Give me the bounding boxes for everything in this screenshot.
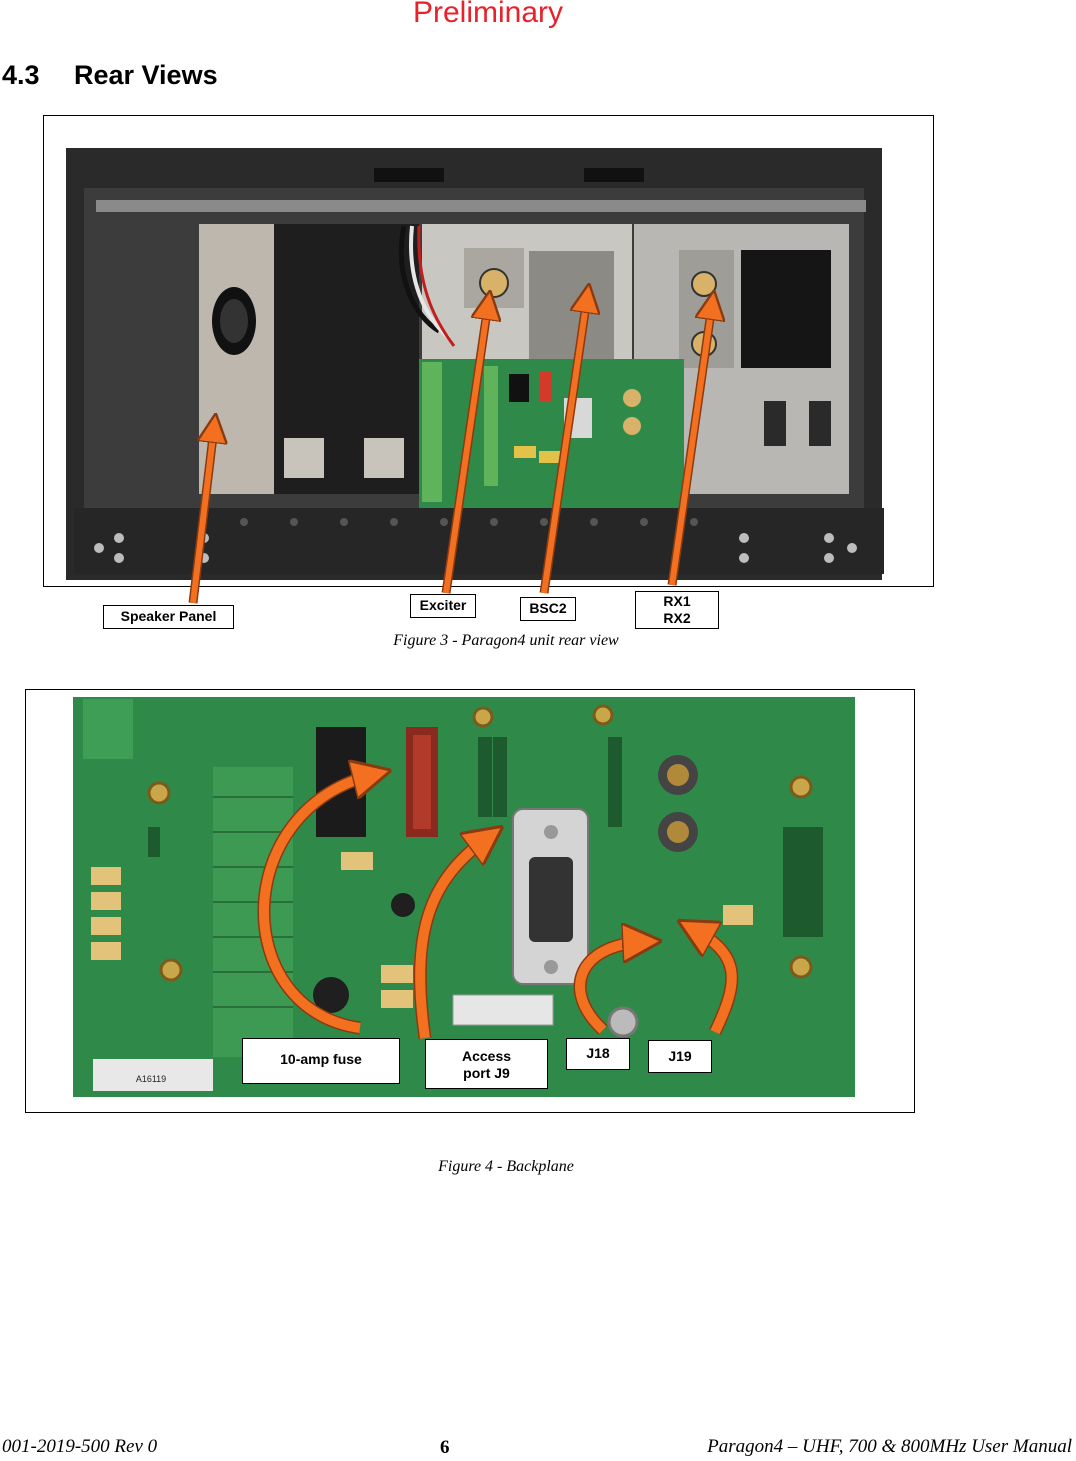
figure-3-rear-view-photo bbox=[66, 148, 884, 580]
j19-label: J19 bbox=[648, 1040, 712, 1073]
access-port-label-line1: Access bbox=[461, 1048, 512, 1064]
rx2-label: RX2 bbox=[663, 610, 691, 626]
board-marking: A16119 bbox=[136, 1074, 166, 1084]
fuse-label: 10-amp fuse bbox=[242, 1038, 400, 1084]
access-port-label: Access port J9 bbox=[425, 1039, 548, 1089]
section-title: Rear Views bbox=[74, 60, 218, 90]
footer-manual-title: Paragon4 – UHF, 700 & 800MHz User Manual bbox=[707, 1436, 1072, 1457]
figure-4-backplane-photo: A16119 bbox=[73, 697, 855, 1097]
footer-doc-number: 001-2019-500 Rev 0 bbox=[2, 1436, 158, 1457]
speaker-panel-label: Speaker Panel bbox=[103, 605, 234, 629]
j18-label: J18 bbox=[566, 1038, 630, 1070]
figure-3-caption: Figure 3 - Paragon4 unit rear view bbox=[393, 632, 619, 649]
rx-label: RX1 RX2 bbox=[635, 591, 719, 629]
preliminary-watermark: Preliminary bbox=[412, 0, 564, 29]
section-heading: 4.3 Rear Views bbox=[2, 60, 218, 91]
rx1-label: RX1 bbox=[663, 593, 691, 609]
section-number: 4.3 bbox=[2, 60, 40, 90]
figure-4-caption: Figure 4 - Backplane bbox=[438, 1158, 574, 1175]
exciter-label: Exciter bbox=[410, 594, 476, 618]
figure-3-callout-arrows bbox=[188, 0, 1076, 604]
bsc2-label: BSC2 bbox=[520, 597, 576, 621]
figure-4-callout-arrows bbox=[257, 680, 739, 1039]
footer-page-number: 6 bbox=[440, 1437, 450, 1458]
access-port-label-line2: port J9 bbox=[463, 1065, 510, 1081]
